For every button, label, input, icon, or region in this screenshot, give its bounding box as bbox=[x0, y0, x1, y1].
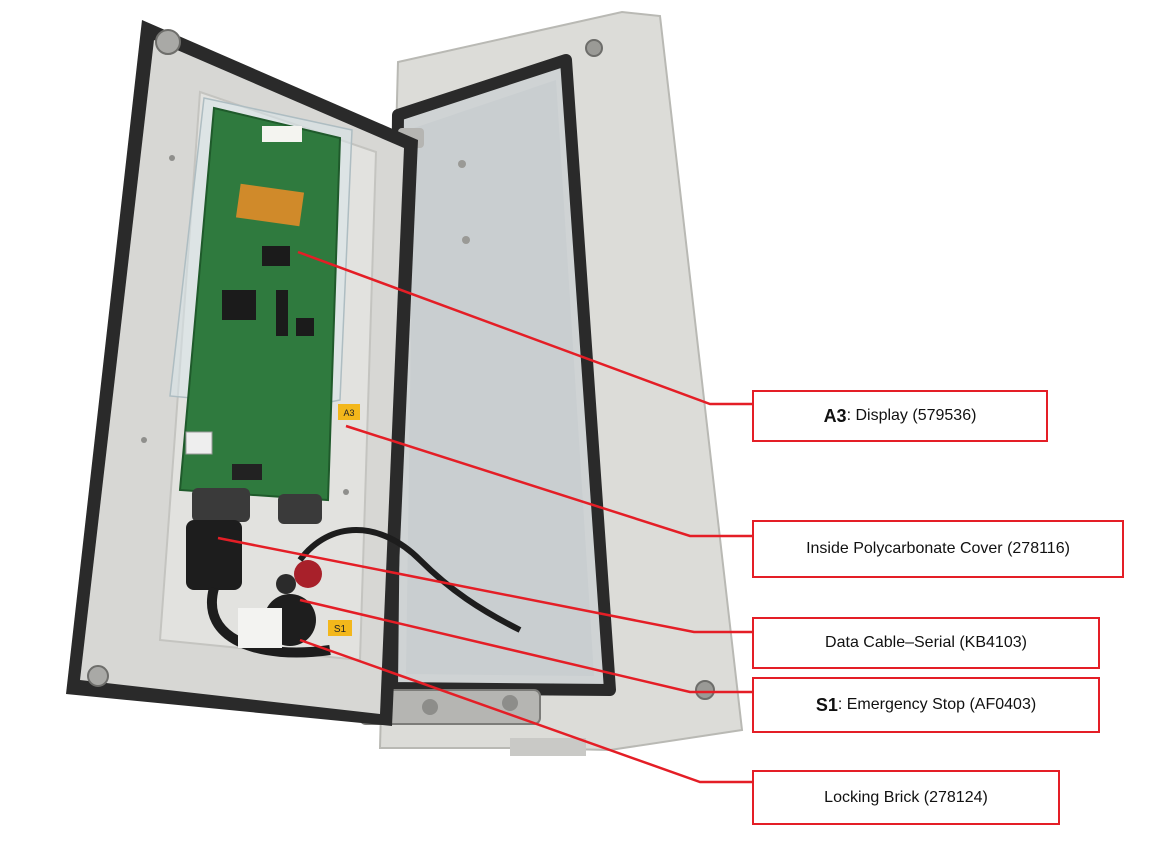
screw-icon bbox=[462, 236, 470, 244]
screw-icon bbox=[155, 29, 181, 55]
chip bbox=[296, 318, 314, 336]
callout-estop: S1: Emergency Stop (AF0403) bbox=[752, 677, 1100, 733]
chip bbox=[222, 290, 256, 320]
leader-lines bbox=[217, 250, 752, 784]
leader-estop bbox=[299, 598, 752, 694]
emergency-stop-contact bbox=[276, 574, 296, 594]
estop-cable bbox=[297, 527, 522, 633]
stand-post bbox=[510, 738, 586, 756]
leader-cover bbox=[345, 424, 752, 538]
screw-icon bbox=[169, 155, 175, 161]
screw-icon bbox=[87, 665, 109, 687]
screw-icon bbox=[585, 39, 603, 57]
leader-cable bbox=[217, 536, 752, 634]
leader-brick bbox=[299, 638, 752, 784]
a3-tag-text: A3 bbox=[343, 408, 354, 418]
db9-connector bbox=[192, 488, 250, 522]
callout-code: A3 bbox=[823, 405, 847, 426]
callout-text: Inside Polycarbonate Cover (278116) bbox=[806, 540, 1070, 557]
ribbon-cable bbox=[235, 183, 305, 227]
screw-icon bbox=[502, 695, 518, 711]
chip bbox=[262, 246, 290, 266]
callout-text: : Emergency Stop (AF0403) bbox=[837, 696, 1037, 713]
window-glass bbox=[406, 80, 594, 676]
a3-tag bbox=[338, 404, 360, 420]
leader-display bbox=[297, 250, 752, 406]
s1-tag-text: S1 bbox=[334, 624, 347, 635]
serial-cable-plug bbox=[186, 520, 242, 590]
emergency-stop-contact bbox=[294, 560, 322, 588]
callout-cable: Data Cable–Serial (KB4103) bbox=[752, 617, 1100, 669]
callout-display: A3: Display (579536) bbox=[752, 390, 1048, 442]
chip bbox=[276, 290, 288, 336]
callout-code: S1 bbox=[815, 694, 838, 715]
callout-text: : Display (579536) bbox=[846, 407, 977, 424]
callout-brick: Locking Brick (278124) bbox=[752, 770, 1060, 825]
sticker bbox=[262, 126, 302, 142]
db9-connector bbox=[278, 494, 322, 524]
s1-tag bbox=[328, 620, 352, 636]
screw-icon bbox=[343, 489, 349, 495]
screw-icon bbox=[422, 699, 438, 715]
locking-brick bbox=[238, 608, 282, 648]
connector bbox=[232, 464, 262, 480]
connector bbox=[185, 431, 213, 455]
screw-icon bbox=[458, 160, 466, 168]
screw-icon bbox=[141, 437, 147, 443]
callout-text: Locking Brick (278124) bbox=[824, 788, 988, 806]
screw-icon bbox=[695, 680, 715, 700]
callout-cover: Inside Polycarbonate Cover (278116) bbox=[752, 520, 1124, 578]
callout-text: Data Cable–Serial (KB4103) bbox=[825, 634, 1027, 651]
